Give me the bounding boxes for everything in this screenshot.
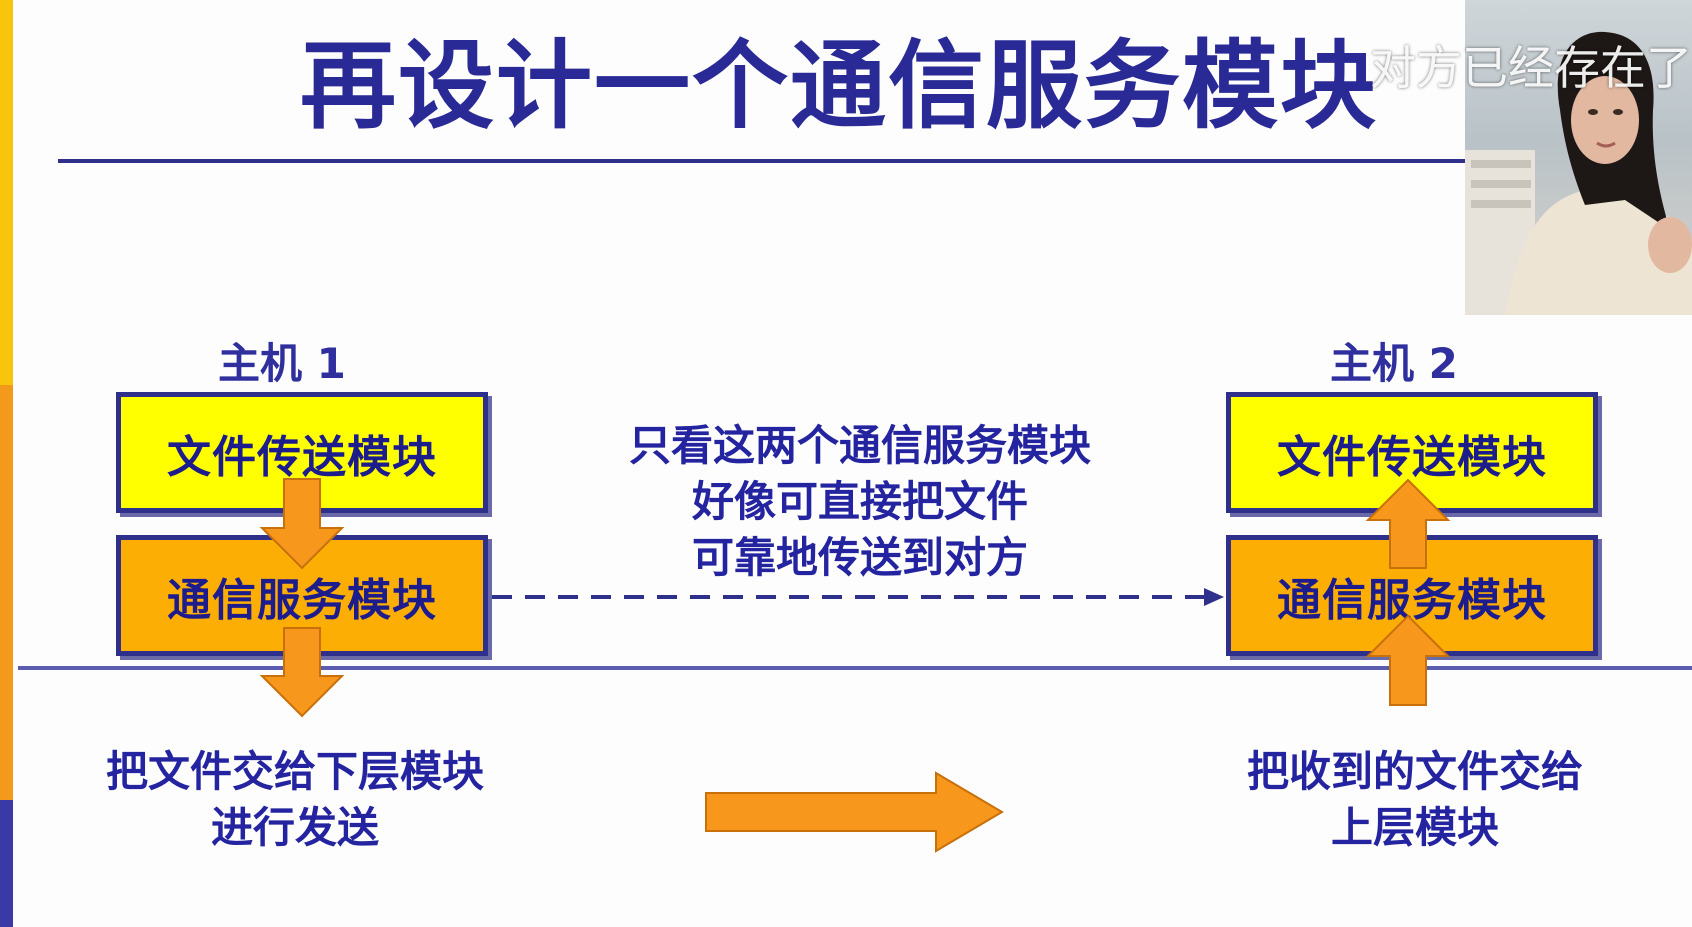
accent-bar-blue [0, 800, 13, 927]
layer-divider [18, 666, 1692, 670]
accent-bar-yellow [0, 0, 13, 385]
host1-file-transfer-label: 文件传送模块 [167, 431, 437, 483]
center-note-line1: 只看这两个通信服务模块 [628, 421, 1091, 470]
host2-file-transfer-label: 文件传送模块 [1277, 431, 1547, 483]
host1-caption: 把文件交给下层模块 进行发送 [80, 744, 510, 856]
title-underline [58, 159, 1468, 163]
host1-down-arrow-top [259, 478, 345, 570]
host2-caption-line1: 把收到的文件交给 [1246, 747, 1583, 796]
virtual-link-arrowhead [1204, 588, 1224, 606]
slide-title: 再设计一个通信服务模块 [300, 30, 1378, 142]
host2-up-arrow-bottom [1365, 614, 1451, 706]
accent-bar-orange [0, 385, 13, 800]
host1-caption-line1: 把文件交给下层模块 [105, 747, 484, 796]
host1-caption-line2: 进行发送 [210, 803, 379, 852]
presenter-figure [1465, 31, 1692, 315]
bottom-right-arrow [705, 771, 1004, 853]
host2-caption-line2: 上层模块 [1330, 803, 1499, 852]
center-note: 只看这两个通信服务模块 好像可直接把文件 可靠地传送到对方 [590, 418, 1130, 586]
host2-comm-service-label: 通信服务模块 [1277, 574, 1547, 626]
center-note-line3: 可靠地传送到对方 [691, 533, 1028, 582]
host2-caption: 把收到的文件交给 上层模块 [1215, 744, 1615, 856]
webcam-video [1465, 0, 1692, 315]
host1-label: 主机 1 [218, 339, 346, 388]
host1-down-arrow-bottom [259, 627, 345, 718]
webcam-caption-overlay: 对方已经存在了 [1370, 41, 1692, 95]
host2-up-arrow-top [1365, 478, 1451, 569]
center-note-line2: 好像可直接把文件 [691, 477, 1028, 526]
host2-label: 主机 2 [1330, 339, 1458, 388]
host1-comm-service-label: 通信服务模块 [167, 574, 437, 626]
